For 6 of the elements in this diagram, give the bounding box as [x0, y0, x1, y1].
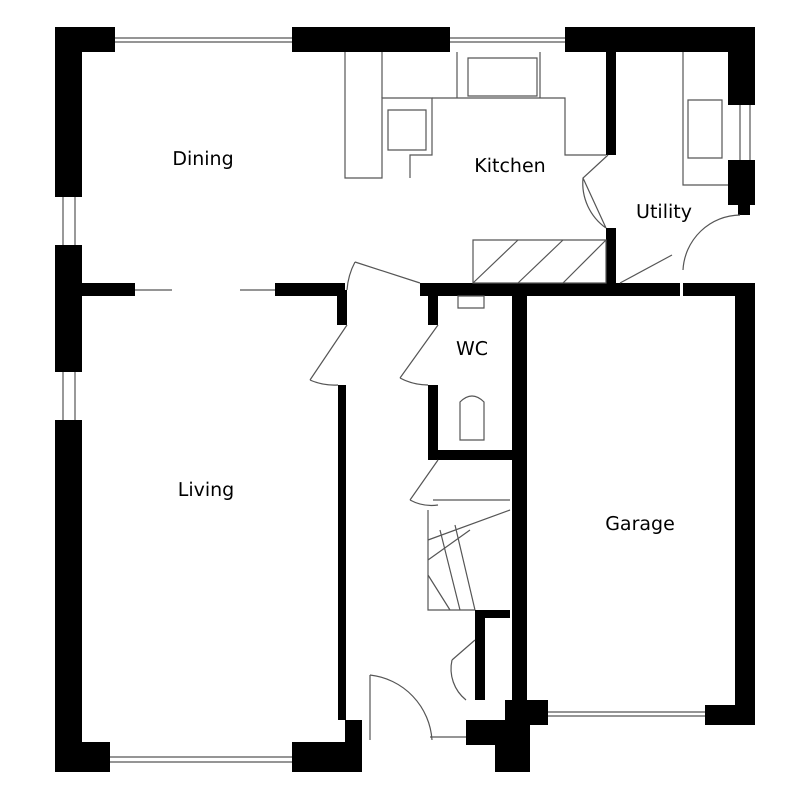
- room-label: Utility: [636, 201, 692, 223]
- room-label: WC: [456, 338, 488, 360]
- room-label: Garage: [605, 513, 675, 535]
- room-label: Dining: [172, 148, 234, 170]
- room-label: Kitchen: [474, 155, 546, 177]
- room-label: Living: [178, 479, 234, 501]
